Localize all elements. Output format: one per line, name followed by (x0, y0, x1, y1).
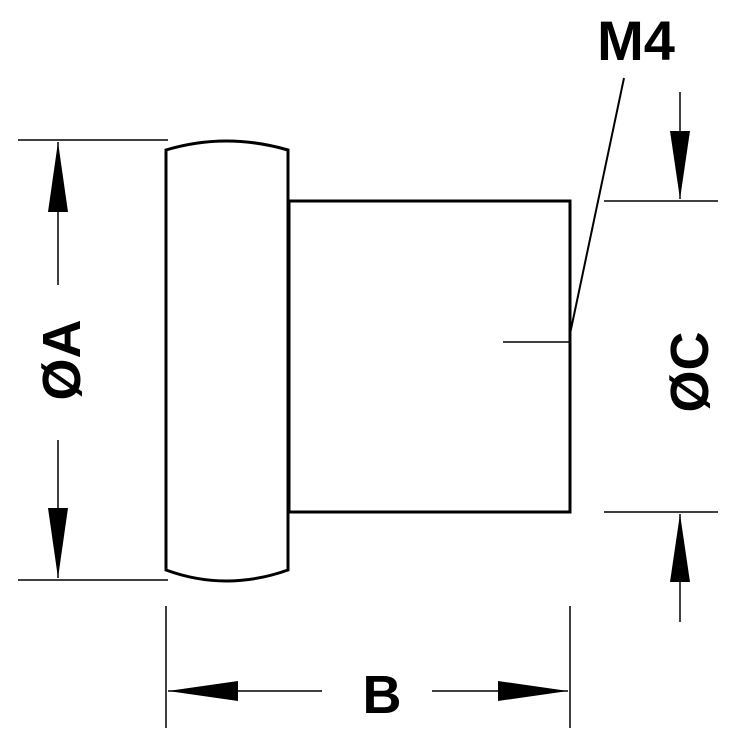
dimension-b: B (165, 606, 571, 728)
label-diameter-a: ØA (32, 320, 92, 401)
thread-callout: M4 (569, 9, 675, 335)
label-diameter-c: ØC (660, 332, 720, 413)
knob-head (164, 139, 290, 583)
label-length-b: B (363, 665, 402, 725)
dimension-c: ØC (604, 92, 720, 622)
dimension-a: ØA (18, 139, 168, 581)
knob-shaft (287, 199, 572, 514)
label-thread: M4 (597, 9, 675, 72)
thread-leader-line (569, 77, 625, 335)
